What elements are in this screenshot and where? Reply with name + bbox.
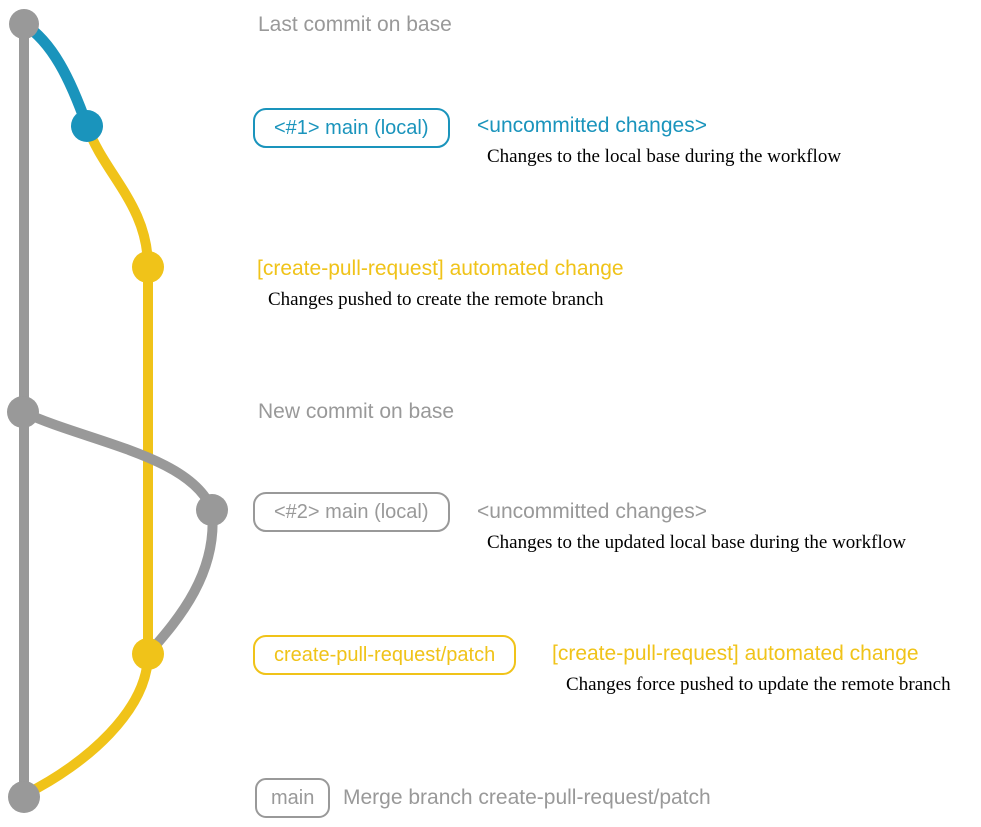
git-graph xyxy=(7,9,228,813)
commit-dot-local-main-2 xyxy=(196,494,228,526)
last-commit-heading: Last commit on base xyxy=(258,13,452,36)
uncommitted-changes-note-2: <uncommitted changes> xyxy=(477,500,707,523)
commit-dot-new-base xyxy=(7,396,39,428)
branch-tag-main: main xyxy=(255,778,331,818)
caption-local-base-changes: Changes to the local base during the wor… xyxy=(487,146,842,167)
merge-commit-message: Merge branch create-pull-request/patch xyxy=(343,786,711,809)
branch-tag-main-local-1: <#1> main (local) xyxy=(253,108,450,148)
commit-dot-local-main-1 xyxy=(71,110,103,142)
branch-tag-patch: create-pull-request/patch xyxy=(253,635,517,675)
commit-dot-merge xyxy=(8,781,40,813)
local-main-2-branch-curve xyxy=(18,407,218,659)
commit-message-automated-change-2: [create-pull-request] automated change xyxy=(552,642,919,665)
commit-message-automated-change-1: [create-pull-request] automated change xyxy=(257,257,624,280)
new-commit-heading: New commit on base xyxy=(258,400,455,423)
uncommitted-changes-note-1: <uncommitted changes> xyxy=(477,114,707,137)
commit-dot-automated-change-2 xyxy=(132,638,164,670)
local-main-1-branch-curve xyxy=(18,18,93,132)
patch-branch-path xyxy=(21,121,153,799)
commit-dot-last-base xyxy=(9,9,39,39)
caption-changes-pushed: Changes pushed to create the remote bran… xyxy=(268,289,604,310)
caption-updated-local-base-changes: Changes to the updated local base during… xyxy=(487,532,906,553)
branch-tag-main-local-2: <#2> main (local) xyxy=(253,492,450,532)
commit-dot-automated-change-1 xyxy=(132,251,164,283)
caption-changes-force-pushed: Changes force pushed to update the remot… xyxy=(566,674,951,695)
